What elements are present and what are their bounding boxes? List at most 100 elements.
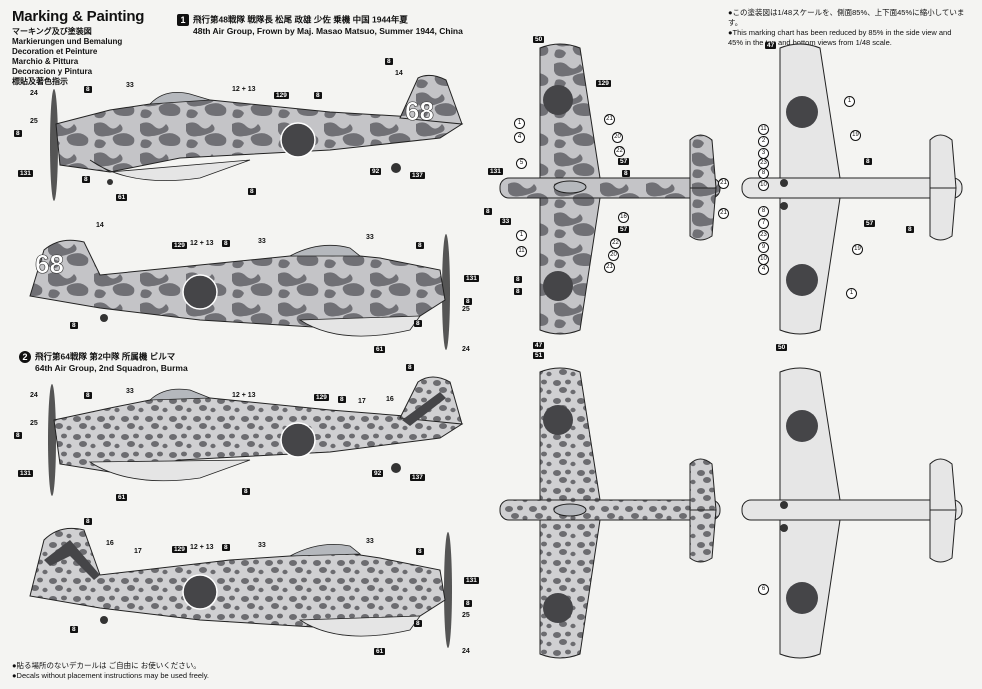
canopy — [148, 388, 211, 401]
callout: 19 — [852, 244, 863, 255]
scheme-2-right-side-view — [29, 527, 452, 648]
callout: 20 — [612, 132, 623, 143]
title-fr: Decoration et Peinture — [12, 47, 98, 56]
hinomaru — [786, 264, 818, 296]
scheme-2-bottom-view — [741, 367, 963, 659]
scheme-2-top-view — [499, 367, 721, 659]
hinomaru — [543, 405, 573, 435]
callout: 10 — [758, 180, 769, 191]
callout: 33 — [126, 82, 134, 89]
callout: 8 — [414, 620, 422, 627]
callout: 12 + 13 — [232, 86, 256, 93]
callout: 47 — [533, 342, 545, 349]
tail-fin — [399, 74, 463, 125]
hinomaru — [280, 422, 316, 458]
callout: 17 — [134, 548, 142, 555]
scheme-2-title-ja: 飛行第64戦隊 第2中隊 所属機 ビルマ — [35, 351, 176, 362]
footnote: ●貼る場所のないデカールは ご自由に お使いください。 ●Decals with… — [12, 661, 209, 681]
title-es: Decoracion y Pintura — [12, 67, 93, 76]
callout: 12 + 13 — [232, 392, 256, 399]
footnote-ja: ●貼る場所のないデカールは ご自由に お使いください。 — [12, 661, 201, 670]
callout: 33 — [258, 238, 266, 245]
callout: 129 — [314, 394, 329, 401]
propeller — [48, 384, 56, 496]
callout: 61 — [116, 194, 128, 201]
callout: 6 — [758, 584, 769, 595]
scale-note-en: ●This marking chart has been reduced by … — [728, 28, 952, 47]
page-title: Marking & Painting — [12, 8, 145, 25]
title-zh: 標貼及著色指示 — [12, 77, 68, 86]
callout: 17 — [358, 398, 366, 405]
callout: 129 — [172, 242, 187, 249]
propeller — [444, 532, 452, 648]
callout: 8 — [222, 544, 230, 551]
callout: 22 — [614, 146, 625, 157]
callout: 129 — [274, 92, 289, 99]
callout: 8 — [406, 364, 414, 371]
hinomaru — [786, 582, 818, 614]
callout: 25 — [30, 118, 38, 125]
callout: 16 — [618, 212, 629, 223]
scale-note-ja: ●この塗装図は1/48スケールを、側面85%、上下面45%に縮小しています。 — [728, 8, 965, 27]
callout: 131 — [488, 168, 503, 175]
scheme-1-title-ja: 飛行第48戦隊 戦隊長 松尾 政雄 少佐 乗機 中国 1944年夏 — [193, 14, 408, 25]
callout: 50 — [776, 344, 788, 351]
scheme-2-title-en: 64th Air Group, 2nd Squadron, Burma — [35, 363, 188, 373]
callout: 8 — [758, 206, 769, 217]
callout: 8 — [338, 396, 346, 403]
canopy — [149, 91, 211, 105]
hinomaru — [786, 96, 818, 128]
scheme-1-top-view — [499, 43, 721, 335]
callout: 1 — [516, 230, 527, 241]
propeller — [50, 89, 58, 201]
scheme-1-heading: 1 飛行第48戦隊 戦隊長 松尾 政雄 少佐 乗機 中国 1944年夏 48th … — [177, 14, 463, 37]
callout: 1 — [846, 288, 857, 299]
hinomaru — [182, 574, 218, 610]
callout: 14 — [96, 222, 104, 229]
callout: 131 — [464, 275, 479, 282]
hinomaru — [280, 122, 316, 158]
title-it: Marchio & Pittura — [12, 57, 79, 66]
callout: 1 — [514, 118, 525, 129]
hinomaru — [786, 410, 818, 442]
title-de: Markierungen und Bemalung — [12, 37, 123, 46]
hinomaru — [543, 593, 573, 623]
callout: 25 — [30, 420, 38, 427]
callout: 21 — [604, 262, 615, 273]
callout: 57 — [618, 226, 630, 233]
callout: 57 — [618, 158, 630, 165]
callout: 47 — [765, 42, 777, 49]
callout: 33 — [366, 538, 374, 545]
callout: 137 — [410, 172, 425, 179]
scheme-2-left-side-view — [48, 376, 464, 496]
callout: 7 — [758, 218, 769, 229]
callout: 24 — [30, 90, 38, 97]
scheme-1-number: 1 — [177, 14, 189, 26]
callout: 57 — [864, 220, 876, 227]
callout: 8 — [222, 240, 230, 247]
propeller — [442, 234, 450, 350]
callout: 33 — [126, 388, 134, 395]
callout: 16 — [106, 540, 114, 547]
callout: 8 — [464, 600, 472, 607]
callout: 24 — [462, 346, 470, 353]
scale-note: ●この塗装図は1/48スケールを、側面85%、上下面45%に縮小しています。 ●… — [728, 8, 968, 48]
scheme-1-title-en: 48th Air Group, Frown by Maj. Masao Mats… — [193, 26, 463, 36]
callout: 51 — [533, 352, 545, 359]
callout: 16 — [386, 396, 394, 403]
canopy — [553, 180, 587, 194]
callout: 8 — [864, 158, 872, 165]
callout: 21 — [604, 114, 615, 125]
callout: 61 — [374, 648, 386, 655]
title-translations: マーキング及び塗装図 Markierungen und Bemalung Dec… — [12, 27, 122, 87]
callout: 8 — [514, 288, 522, 295]
callout: 92 — [372, 470, 384, 477]
callout: 137 — [410, 474, 425, 481]
callout: 8 — [70, 322, 78, 329]
tail-arrow — [44, 540, 100, 580]
scheme-1-left-side-view: 68 — [50, 74, 464, 201]
callout: 24 — [462, 648, 470, 655]
callout: 8 — [484, 208, 492, 215]
callout: 8 — [314, 92, 322, 99]
callout: 1 — [844, 96, 855, 107]
